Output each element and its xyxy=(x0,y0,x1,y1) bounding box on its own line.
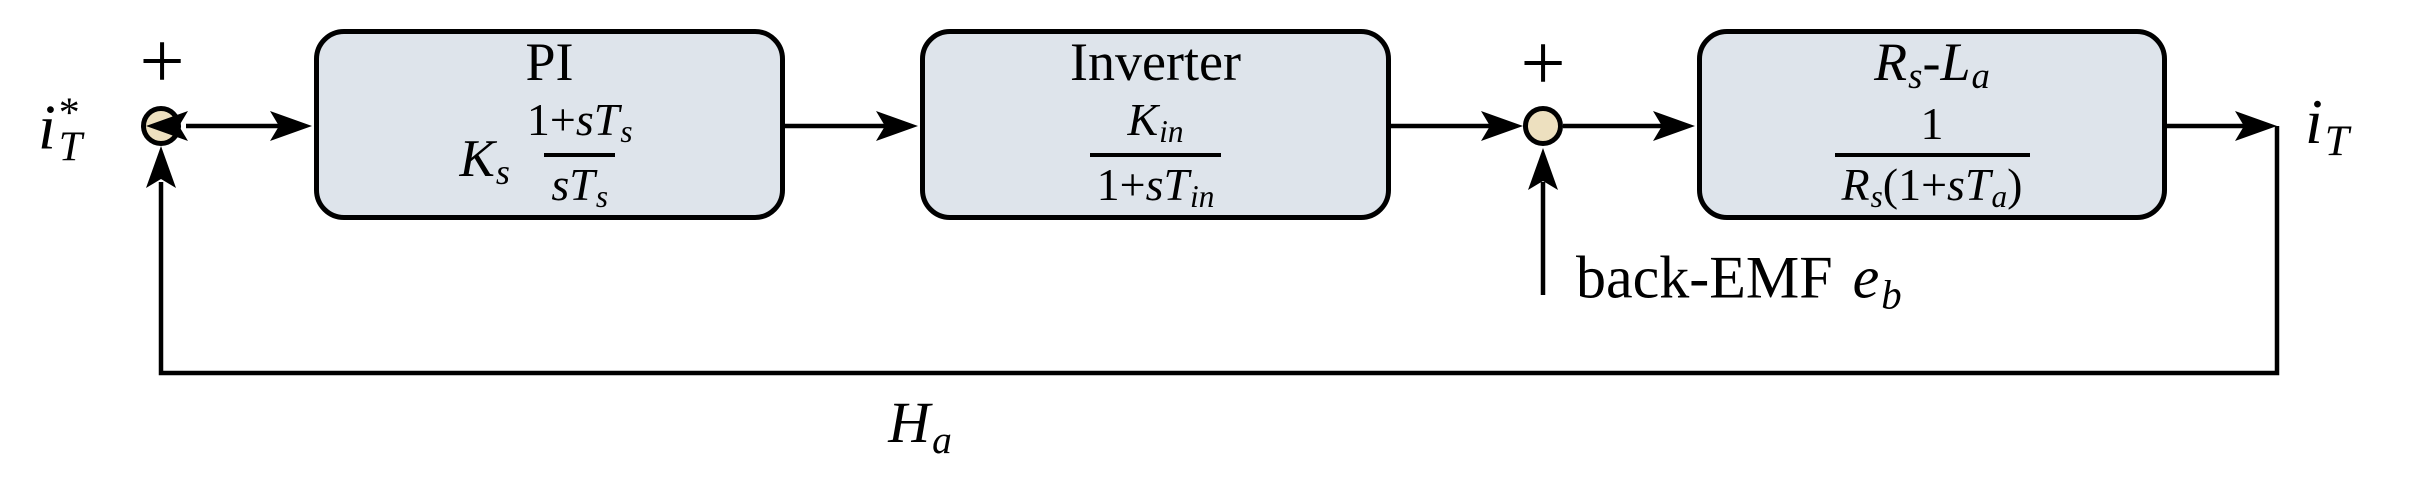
back-emf-text: back-EMF xyxy=(1576,244,1833,311)
arrowhead-right-icon xyxy=(2235,111,2277,141)
block-inverter: Inverter Kin 1+sTin xyxy=(920,29,1391,220)
math-subscript: s xyxy=(1908,55,1923,97)
math-symbol: R xyxy=(1874,31,1908,92)
math-subscript: a xyxy=(932,417,952,462)
block-transfer-function: Kin 1+sTin xyxy=(1089,92,1222,217)
math-subscript: a xyxy=(1991,178,2008,214)
arrowhead-left-icon xyxy=(146,111,188,141)
math-subscript: T xyxy=(58,125,83,171)
math-subscript: s xyxy=(595,178,609,214)
math-subscript: s xyxy=(620,114,633,150)
math-fraction: 1+sTs sTs xyxy=(520,92,640,217)
output-current-label: iT xyxy=(2305,90,2349,164)
block-title: Rs-La xyxy=(1874,32,1990,96)
input-reference-label: i * T xyxy=(38,90,83,171)
math-fraction: 1 Rs(1+sTa) xyxy=(1834,96,2030,217)
fraction-denominator: sTs xyxy=(544,152,616,217)
math-symbol: K xyxy=(1127,94,1159,146)
math-symbol: L xyxy=(1940,31,1971,92)
arrowhead-right-icon xyxy=(270,111,312,141)
feedback-line xyxy=(158,126,2280,376)
math-superscript: * xyxy=(58,90,80,137)
math-subscript: b xyxy=(1881,272,1902,318)
math-symbol: i xyxy=(38,92,56,163)
feedback-gain-label: Ha xyxy=(888,393,952,462)
math-subscript: s xyxy=(1870,178,1883,214)
math-subscript: T xyxy=(2324,117,2349,166)
block-title: PI xyxy=(525,31,574,92)
math-subscript: in xyxy=(1190,178,1215,214)
block-transfer-function: 1 Rs(1+sTa) xyxy=(1834,96,2030,217)
math-subscript: in xyxy=(1159,114,1184,150)
math-symbol: (1+ xyxy=(1882,158,1948,210)
math-symbol: sT xyxy=(1145,158,1190,210)
math-coefficient: Ks xyxy=(460,133,510,190)
math-symbol: R xyxy=(1841,158,1870,210)
math-symbol: H xyxy=(888,389,931,455)
fraction-numerator: 1+sTs xyxy=(520,92,640,152)
fraction-numerator: 1 xyxy=(1920,98,1944,150)
math-symbol: 1+ xyxy=(526,94,576,146)
back-emf-label: back-EMF eb xyxy=(1576,247,1902,316)
superscript-subscript-stack: * T xyxy=(58,90,83,171)
fraction-numerator: Kin xyxy=(1120,92,1190,152)
arrowhead-right-icon xyxy=(1653,111,1695,141)
math-symbol: K xyxy=(459,130,495,189)
plus-sign-junction2: + xyxy=(1520,20,1566,108)
fraction-denominator: Rs(1+sTa) xyxy=(1834,152,2030,217)
block-title: Inverter xyxy=(1070,31,1241,92)
arrowhead-up-icon xyxy=(146,146,176,188)
fraction-denominator: 1+sTin xyxy=(1089,152,1222,217)
math-symbol: 1+ xyxy=(1096,158,1146,210)
math-symbol: sT xyxy=(575,94,620,146)
math-symbol: sT xyxy=(1947,158,1991,210)
math-symbol: - xyxy=(1922,31,1941,92)
plus-sign-junction1: + xyxy=(139,18,185,106)
arrowhead-right-icon xyxy=(876,111,918,141)
summing-junction-2 xyxy=(1523,106,1563,146)
math-subscript: s xyxy=(495,152,510,193)
block-pi-controller: PI Ks 1+sTs sTs xyxy=(314,29,785,220)
math-symbol: ) xyxy=(2007,158,2023,210)
arrowhead-right-icon xyxy=(1481,111,1523,141)
arrowhead-up-icon xyxy=(1528,148,1558,190)
math-symbol: e xyxy=(1852,244,1880,311)
math-subscript: a xyxy=(1971,55,1990,97)
math-fraction: Kin 1+sTin xyxy=(1089,92,1222,217)
block-transfer-function: Ks 1+sTs sTs xyxy=(460,92,640,217)
block-rs-la-plant: Rs-La 1 Rs(1+sTa) xyxy=(1697,29,2167,220)
math-symbol: sT xyxy=(551,158,595,210)
math-symbol: i xyxy=(2305,86,2323,158)
